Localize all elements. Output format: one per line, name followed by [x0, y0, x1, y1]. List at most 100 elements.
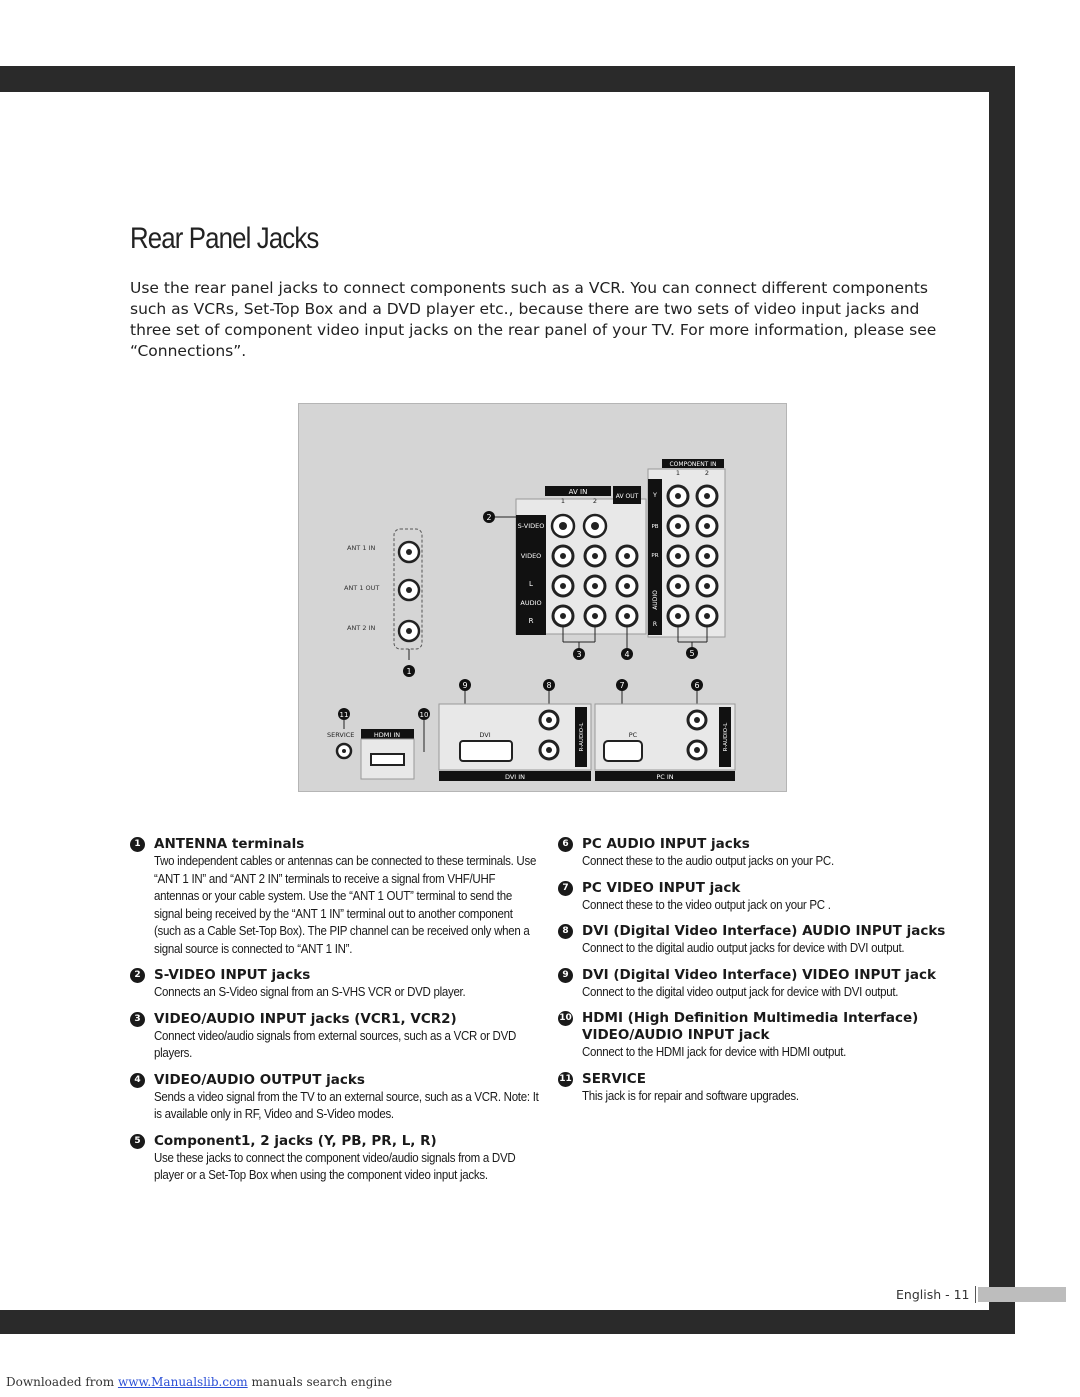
callout-1: 1 — [403, 665, 415, 677]
jack-item: 9 DVI (Digital Video Interface) VIDEO INP… — [558, 967, 978, 1002]
hdmi-port — [370, 753, 405, 766]
number-badge: 9 — [558, 967, 573, 983]
ant1in-jack — [397, 540, 421, 564]
svg-text:9: 9 — [462, 681, 467, 690]
svg-text:6: 6 — [694, 681, 699, 690]
dvi-port — [459, 740, 513, 762]
pc-label: PC — [629, 731, 638, 739]
download-suffix: manuals search engine — [247, 1375, 393, 1389]
callout-8: 8 — [543, 679, 555, 691]
number-badge: 5 — [130, 1133, 145, 1149]
download-prefix: Downloaded from — [6, 1375, 118, 1389]
jack-heading: PC AUDIO INPUT jacks — [582, 836, 750, 852]
download-note: Downloaded from www.Manualslib.com manua… — [6, 1375, 392, 1389]
hdmi-in-label: HDMI IN — [374, 731, 400, 739]
dvi-label: DVI — [479, 731, 490, 739]
dvi-in-footer — [439, 771, 591, 781]
service-jack — [335, 742, 353, 760]
svg-text:2: 2 — [486, 513, 491, 522]
jack-description: Connect these to the video output jack o… — [582, 897, 831, 912]
hdmi-header — [361, 729, 414, 739]
callout-3: 3 — [573, 648, 585, 660]
l-label: L — [529, 580, 533, 588]
page-frame-bottom — [0, 1310, 1015, 1334]
jack-description: Two independent cables or antennas can b… — [154, 854, 537, 956]
component-in-label: COMPONENT IN — [669, 461, 716, 468]
callout-4: 4 — [621, 648, 633, 660]
component-header — [662, 459, 724, 468]
y-label: Y — [652, 491, 657, 499]
service-label: SERVICE — [327, 731, 354, 739]
svideo-label: S-VIDEO — [518, 522, 545, 530]
component-panel: COMPONENT IN 1 2 Y PB PR R AUDIO — [647, 459, 726, 659]
pc-audio-jacks — [686, 709, 708, 761]
callout-7: 7 — [616, 679, 628, 691]
jack-description: Connect these to the audio output jacks … — [582, 854, 834, 868]
jack-heading: SERVICE — [582, 1070, 646, 1087]
manualslib-link[interactable]: www.Manualslib.com — [117, 1375, 248, 1389]
rca-jacks-av — [551, 544, 639, 628]
jack-heading: VIDEO/AUDIO INPUT jacks (VCR1, VCR2) — [154, 1010, 457, 1027]
pc-audio-label: R-AUDIO-L — [723, 722, 729, 752]
page-number: English - 11 — [896, 1287, 970, 1302]
svg-text:10: 10 — [420, 711, 429, 719]
number-badge: 7 — [558, 880, 573, 896]
page-title: Rear Panel Jacks — [130, 222, 319, 255]
page-frame-top — [0, 66, 1015, 92]
svg-text:1: 1 — [406, 667, 411, 676]
dvi-audio-strip — [575, 707, 587, 767]
jack-heading: DVI (Digital Video Interface) VIDEO INPU… — [582, 966, 936, 983]
number-badge: 10 — [558, 1011, 573, 1026]
jack-heading: Component1, 2 jacks (Y, PB, PR, L, R) — [154, 1132, 437, 1149]
pc-in-label: PC IN — [656, 773, 673, 781]
av-out-label: AV OUT — [616, 493, 639, 500]
pc-audio-strip — [719, 707, 731, 767]
av-side-strip — [516, 515, 546, 635]
audio-label: AUDIO — [520, 599, 541, 607]
intro-paragraph: Use the rear panel jacks to connect comp… — [130, 279, 937, 360]
svg-text:8: 8 — [546, 681, 551, 690]
av-in-1-label: 1 — [561, 497, 565, 505]
lower-panel: 9 8 7 6 11 10 SERVICE HDMI IN DVI DVI IN — [327, 679, 736, 781]
svg-text:7: 7 — [619, 681, 624, 690]
callout-11: 11 — [338, 708, 350, 720]
antenna-group: ANT 1 IN ANT 1 OUT ANT 2 IN 1 — [344, 528, 423, 677]
component-side-strip — [648, 479, 662, 635]
pb-label: PB — [651, 524, 658, 530]
jack-description: Connect to the digital audio output jack… — [582, 941, 905, 955]
jack-item: 7 PC VIDEO INPUT jack Connect these to th… — [558, 880, 978, 915]
r-label: R — [529, 617, 534, 625]
comp-2-label: 2 — [705, 469, 709, 477]
footer-separator — [975, 1286, 976, 1303]
av-in-label: AV IN — [569, 488, 588, 496]
jack-description: Connect video/audio signals from externa… — [154, 1028, 517, 1061]
callout-10: 10 — [418, 708, 430, 720]
jack-heading: PC VIDEO INPUT jack — [582, 879, 741, 896]
ant2in-label: ANT 2 IN — [347, 624, 375, 632]
video-label: VIDEO — [521, 552, 542, 560]
dvi-audio-jacks — [538, 709, 560, 761]
ant2in-jack — [397, 619, 421, 643]
av-in-header — [545, 486, 611, 496]
ant1out-label: ANT 1 OUT — [344, 584, 379, 592]
jack-description: Connects an S-Video signal from an S-VHS… — [154, 985, 466, 999]
page-frame-right — [989, 66, 1015, 1334]
callout-9: 9 — [459, 679, 471, 691]
jack-description: This jack is for repair and software upg… — [582, 1088, 799, 1103]
number-badge: 4 — [130, 1072, 145, 1088]
pr-label: PR — [651, 553, 658, 559]
antenna-bracket — [393, 528, 423, 650]
dvi-audio-label: R-AUDIO-L — [579, 722, 585, 752]
jack-description: Connect to the HDMI jack for device with… — [582, 1045, 847, 1059]
callout-5: 5 — [686, 647, 698, 659]
